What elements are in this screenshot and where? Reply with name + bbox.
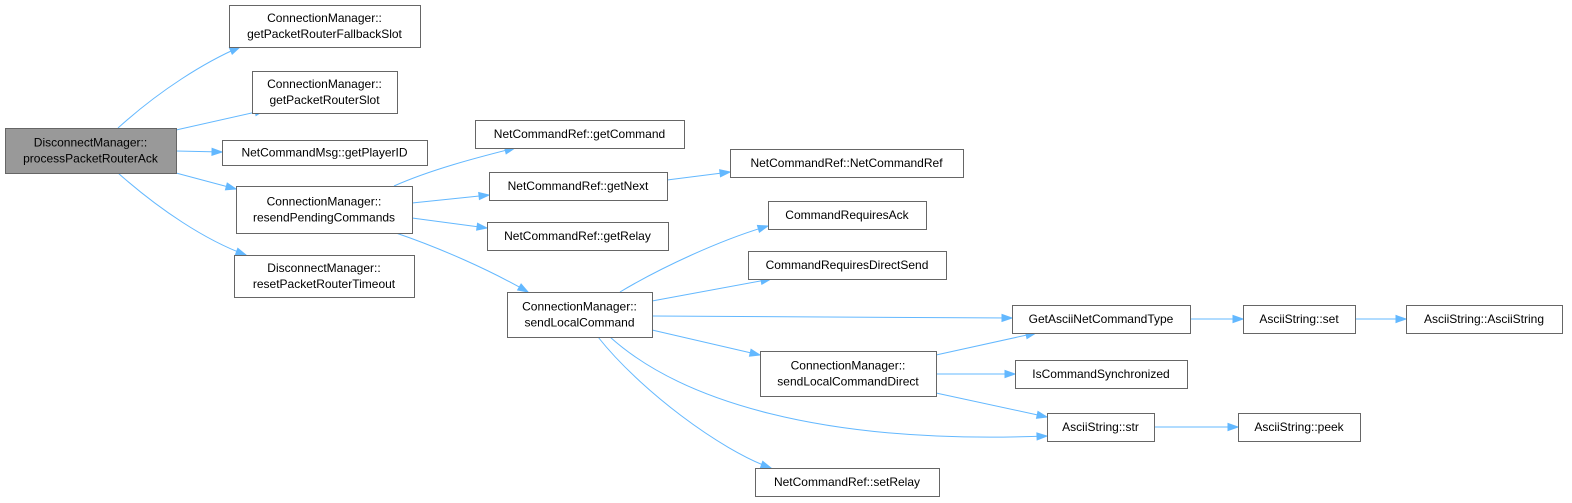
node-setrelay[interactable]: NetCommandRef::setRelay: [755, 468, 940, 497]
node-box: [236, 186, 413, 234]
node-label-line: NetCommandRef::NetCommandRef: [750, 156, 943, 170]
node-reqack[interactable]: CommandRequiresAck: [768, 201, 927, 230]
edge-sendlocaldirect-to-issync: [936, 369, 1017, 379]
edge-root-to-reset: [117, 172, 248, 256]
node-box: [507, 292, 653, 338]
node-box: [487, 222, 669, 251]
node-label-line: ConnectionManager::: [522, 300, 637, 314]
node-label-line: AsciiString::peek: [1254, 420, 1344, 434]
node-box: [748, 251, 947, 280]
node-label-line: getPacketRouterFallbackSlot: [247, 27, 402, 41]
edge-root-to-resend: [175, 172, 238, 191]
node-getcmd[interactable]: NetCommandRef::getCommand: [475, 120, 685, 149]
edge-str-to-peek: [1154, 422, 1240, 432]
edge-resend-to-sendlocal: [395, 232, 530, 293]
node-box: [730, 149, 964, 178]
node-label-line: AsciiString::AsciiString: [1424, 312, 1544, 326]
node-label-line: ConnectionManager::: [267, 195, 382, 209]
edge-sendlocal-to-setrelay: [597, 336, 773, 469]
node-gettype[interactable]: GetAsciiNetCommandType: [1012, 305, 1191, 334]
node-label-line: ConnectionManager::: [791, 359, 906, 373]
node-getrelay[interactable]: NetCommandRef::getRelay: [487, 222, 669, 251]
node-ctor[interactable]: NetCommandRef::NetCommandRef: [730, 149, 964, 178]
node-box: [489, 172, 668, 201]
node-label-line: DisconnectManager::: [267, 261, 380, 275]
edge-gettype-to-set: [1190, 314, 1245, 324]
node-box: [475, 120, 685, 149]
node-issync[interactable]: IsCommandSynchronized: [1015, 360, 1188, 389]
node-box: [1015, 360, 1188, 389]
node-label-line: CommandRequiresAck: [785, 208, 909, 222]
node-reset[interactable]: DisconnectManager::resetPacketRouterTime…: [234, 255, 415, 298]
node-box: [5, 128, 177, 174]
edge-root-to-fallback: [117, 46, 242, 129]
node-label-line: IsCommandSynchronized: [1032, 367, 1169, 381]
node-label-line: sendLocalCommand: [524, 316, 634, 330]
node-label-line: NetCommandRef::getNext: [508, 179, 649, 193]
node-set[interactable]: AsciiString::set: [1243, 305, 1356, 334]
edge-resend-to-getrelay: [411, 217, 489, 231]
node-label-line: sendLocalCommandDirect: [777, 375, 919, 389]
node-label-line: NetCommandRef::setRelay: [774, 475, 920, 489]
node-resend[interactable]: ConnectionManager::resendPendingCommands: [236, 186, 413, 234]
node-label-line: ConnectionManager::: [267, 77, 382, 91]
node-label-line: AsciiString::str: [1062, 420, 1139, 434]
edge-sendlocaldirect-to-str: [935, 392, 1049, 419]
edge-set-to-asciictor: [1355, 314, 1408, 324]
node-label-line: resetPacketRouterTimeout: [253, 277, 396, 291]
node-getnext[interactable]: NetCommandRef::getNext: [489, 172, 668, 201]
node-sendlocaldirect[interactable]: ConnectionManager::sendLocalCommandDirec…: [760, 351, 937, 397]
edge-sendlocal-to-sendlocaldirect: [651, 329, 762, 357]
edge-root-to-slot: [175, 108, 267, 131]
node-box: [1238, 413, 1361, 442]
node-label-line: resendPendingCommands: [253, 211, 395, 225]
node-box: [222, 140, 428, 166]
node-str[interactable]: AsciiString::str: [1047, 413, 1155, 442]
edge-sendlocal-to-str: [609, 336, 1049, 441]
node-slot[interactable]: ConnectionManager::getPacketRouterSlot: [252, 71, 398, 114]
node-box: [768, 201, 927, 230]
edge-root-to-playerid: [175, 147, 224, 156]
node-label-line: DisconnectManager::: [34, 136, 147, 150]
node-label-line: NetCommandRef::getCommand: [494, 127, 665, 141]
node-asciictor[interactable]: AsciiString::AsciiString: [1406, 305, 1563, 334]
node-playerid[interactable]: NetCommandMsg::getPlayerID: [222, 140, 428, 166]
node-reqdirect[interactable]: CommandRequiresDirectSend: [748, 251, 947, 280]
node-fallback[interactable]: ConnectionManager::getPacketRouterFallba…: [229, 5, 421, 48]
node-label-line: CommandRequiresDirectSend: [766, 258, 929, 272]
edge-sendlocal-to-reqack: [619, 224, 770, 293]
edge-getnext-to-ctor: [666, 169, 732, 181]
node-box: [1012, 305, 1191, 334]
node-peek[interactable]: AsciiString::peek: [1238, 413, 1361, 442]
node-label-line: NetCommandMsg::getPlayerID: [241, 146, 407, 160]
node-box: [755, 468, 940, 497]
edge-sendlocal-to-gettype: [651, 313, 1014, 323]
node-root[interactable]: DisconnectManager::processPacketRouterAc…: [5, 128, 177, 174]
node-box: [1243, 305, 1356, 334]
node-box: [1047, 413, 1155, 442]
edge-sendlocaldirect-to-gettype: [935, 331, 1038, 356]
node-box: [234, 255, 415, 298]
node-label-line: GetAsciiNetCommandType: [1029, 312, 1174, 326]
edge-sendlocal-to-reqdirect: [651, 276, 773, 302]
node-label-line: getPacketRouterSlot: [269, 93, 380, 107]
node-box: [229, 5, 421, 48]
node-box: [252, 71, 398, 114]
node-sendlocal[interactable]: ConnectionManager::sendLocalCommand: [507, 292, 653, 338]
nodes-layer: DisconnectManager::processPacketRouterAc…: [5, 5, 1563, 497]
node-box: [1406, 305, 1563, 334]
edge-resend-to-getnext: [411, 191, 491, 204]
node-label-line: ConnectionManager::: [267, 11, 382, 25]
node-label-line: AsciiString::set: [1259, 312, 1339, 326]
node-label-line: NetCommandRef::getRelay: [504, 229, 651, 243]
node-box: [760, 351, 937, 397]
node-label-line: processPacketRouterAck: [23, 152, 159, 166]
